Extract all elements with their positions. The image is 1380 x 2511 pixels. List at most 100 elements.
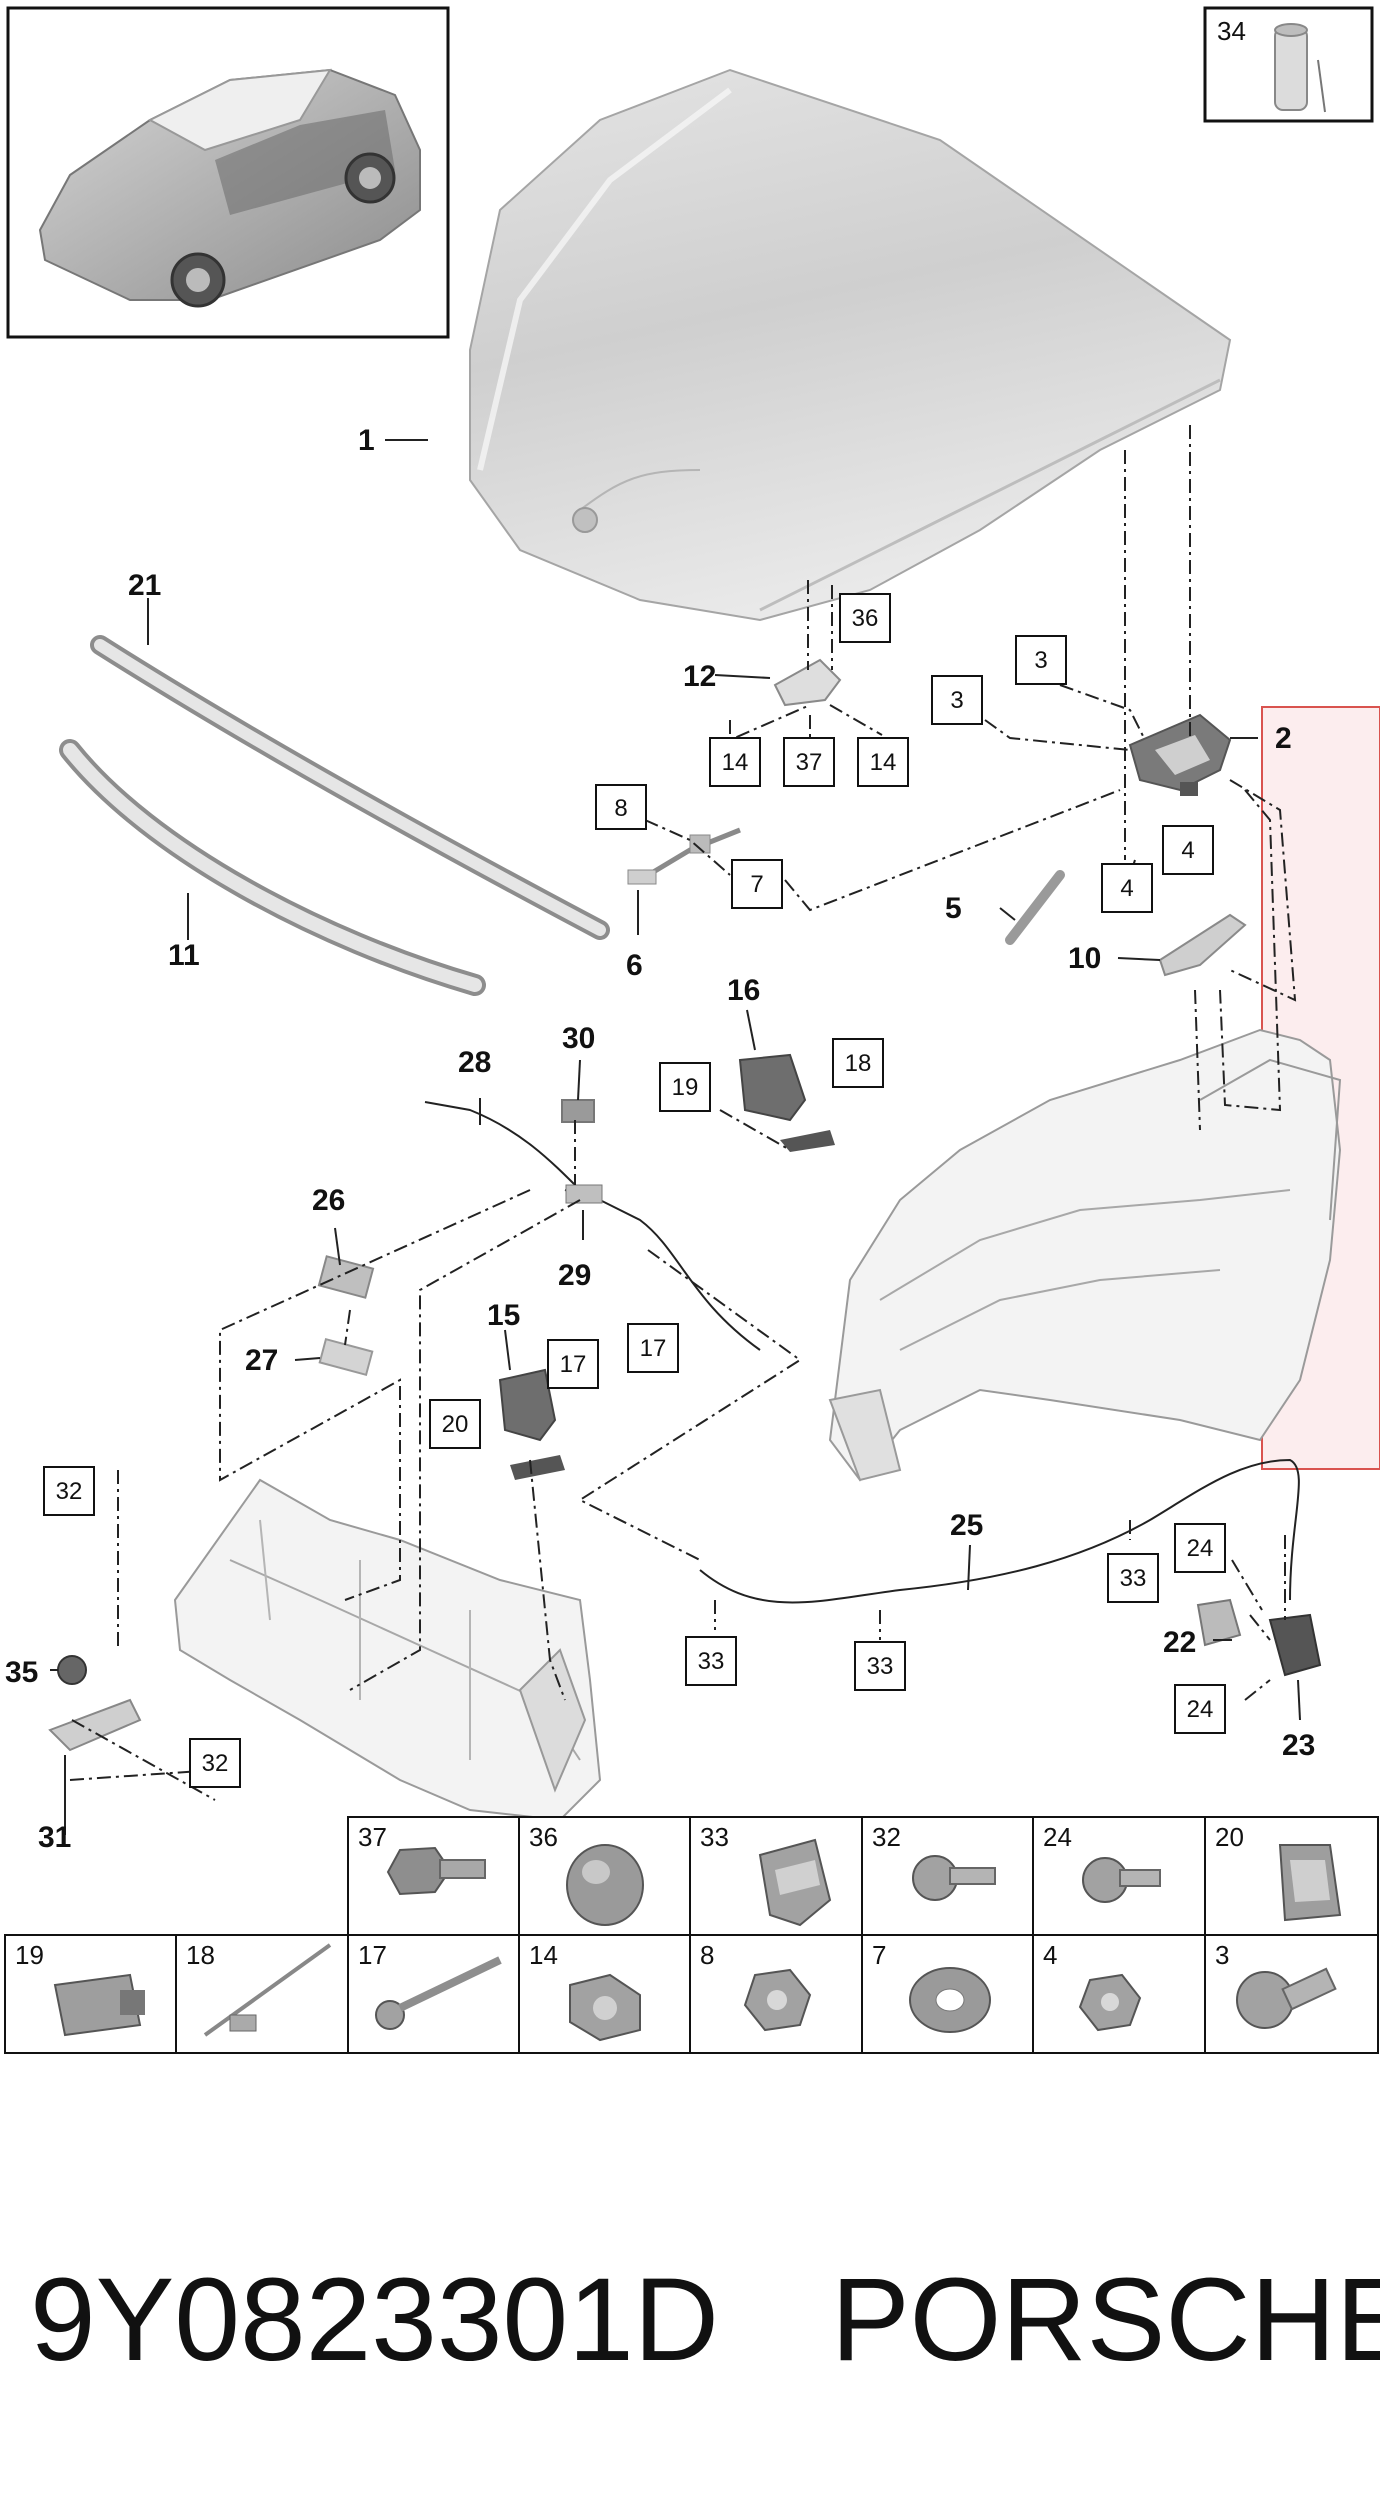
part-34-label: 34 [1217, 16, 1246, 46]
seal-21 [90, 635, 610, 940]
bracket-10-part [1158, 913, 1247, 977]
cable-tie-icon-18 [203, 1943, 332, 2037]
callout-21: 21 [128, 569, 161, 602]
bolt-icon-24 [1082, 1857, 1161, 1903]
box-3-b: 3 [950, 687, 963, 714]
callout-11: 11 [168, 939, 200, 972]
part-30 [561, 1099, 595, 1123]
part-number: 9Y0823301D [30, 2254, 719, 2386]
box-3-a: 3 [1034, 647, 1047, 674]
lock-15-part [498, 1368, 565, 1480]
box-33-b: 33 [698, 1648, 725, 1675]
plug-icon-36 [566, 1844, 644, 1926]
table-cell-36: 36 [529, 1822, 558, 1852]
table-cell-19: 19 [15, 1940, 44, 1970]
table-cell-20: 20 [1215, 1822, 1244, 1852]
bracket-icon-20 [1278, 1844, 1342, 1922]
box-19: 19 [672, 1074, 699, 1101]
lock-16-part [738, 1053, 835, 1152]
callout-28: 28 [458, 1046, 491, 1079]
box-17-a: 17 [560, 1351, 587, 1378]
boxed-labels: 36 3 3 14 37 14 8 7 4 4 18 19 17 17 20 3… [43, 593, 1226, 1788]
car-overview-inset [6, 6, 450, 339]
part-35 [57, 1655, 87, 1685]
part-22 [1196, 1598, 1242, 1647]
table-cell-3: 3 [1215, 1940, 1229, 1970]
box-37: 37 [796, 749, 823, 776]
callout-16: 16 [727, 974, 760, 1007]
part-34-inset: 34 [1203, 6, 1374, 123]
hood-panel [469, 68, 1232, 622]
callout-12: 12 [683, 660, 716, 693]
callout-15: 15 [487, 1299, 520, 1332]
long-bolt-icon-17 [375, 1956, 502, 2030]
table-cell-8: 8 [700, 1940, 714, 1970]
box-36: 36 [852, 605, 879, 632]
box-18: 18 [845, 1050, 872, 1077]
box-17-b: 17 [640, 1335, 667, 1362]
table-cell-32: 32 [872, 1822, 901, 1852]
box-32-a: 32 [56, 1478, 83, 1505]
brand-name: PORSCHE [830, 2254, 1380, 2386]
callout-2: 2 [1275, 722, 1292, 755]
callout-35: 35 [5, 1656, 38, 1689]
table-cell-18: 18 [186, 1940, 215, 1970]
callout-10: 10 [1068, 942, 1101, 975]
front-carrier [48, 1478, 602, 1822]
callout-22: 22 [1163, 1626, 1196, 1659]
callout-25: 25 [950, 1509, 983, 1542]
connector-icon-19 [53, 1973, 145, 2037]
box-33-c: 33 [867, 1653, 894, 1680]
seal-11 [59, 739, 486, 996]
rod-6-part [627, 827, 741, 885]
table-cell-33: 33 [700, 1822, 729, 1852]
body-frame [828, 1028, 1342, 1482]
callout-5: 5 [945, 892, 962, 925]
box-14-b: 14 [870, 749, 897, 776]
callout-labels: 1 2 21 11 12 5 10 6 16 28 30 26 29 15 27… [5, 424, 1315, 1854]
part-26 [317, 1255, 375, 1299]
callout-1: 1 [358, 424, 375, 457]
callout-6: 6 [626, 949, 643, 982]
gas-strut-part [1005, 870, 1065, 945]
callout-23: 23 [1282, 1729, 1315, 1762]
part-27 [318, 1337, 374, 1377]
table-cell-7: 7 [872, 1940, 886, 1970]
box-20: 20 [442, 1411, 469, 1438]
leader-lines [50, 439, 1301, 1835]
box-4-b: 4 [1120, 875, 1133, 902]
spray-can-icon [1274, 23, 1326, 113]
nut-icon-8 [743, 1968, 812, 2032]
callout-30: 30 [562, 1022, 595, 1055]
box-24-a: 24 [1187, 1535, 1214, 1562]
clip-icon-33 [758, 1838, 832, 1927]
table-cell-17: 17 [358, 1940, 387, 1970]
box-33-a: 33 [1120, 1565, 1147, 1592]
bolt-icon-37 [386, 1846, 486, 1896]
footer: 9Y0823301D PORSCHE [30, 2254, 1380, 2386]
box-14-a: 14 [722, 749, 749, 776]
box-7: 7 [750, 871, 763, 898]
table-cell-4: 4 [1043, 1940, 1057, 1970]
box-4-a: 4 [1181, 837, 1194, 864]
nut-icon-14 [569, 1973, 641, 2042]
callout-26: 26 [312, 1184, 345, 1217]
box-8: 8 [614, 795, 627, 822]
box-32-b: 32 [202, 1750, 229, 1777]
latch-2-part [1128, 713, 1232, 796]
box-24-b: 24 [1187, 1696, 1214, 1723]
callout-29: 29 [558, 1259, 591, 1292]
hinge-12-part [773, 658, 842, 707]
callout-31: 31 [38, 1821, 71, 1854]
washer-icon-7 [909, 1967, 991, 2033]
release-cables [424, 1101, 1300, 1604]
bolt-icon-32 [912, 1855, 996, 1901]
callout-27: 27 [245, 1344, 278, 1377]
part-23 [1268, 1613, 1322, 1677]
table-cell-24: 24 [1043, 1822, 1072, 1852]
nut-icon-4 [1078, 1973, 1142, 2032]
fastener-table: 37 36 33 32 24 20 19 18 17 14 8 7 4 3 [4, 1816, 1379, 2054]
car-illustration [38, 68, 421, 308]
table-cell-37: 37 [358, 1822, 387, 1852]
